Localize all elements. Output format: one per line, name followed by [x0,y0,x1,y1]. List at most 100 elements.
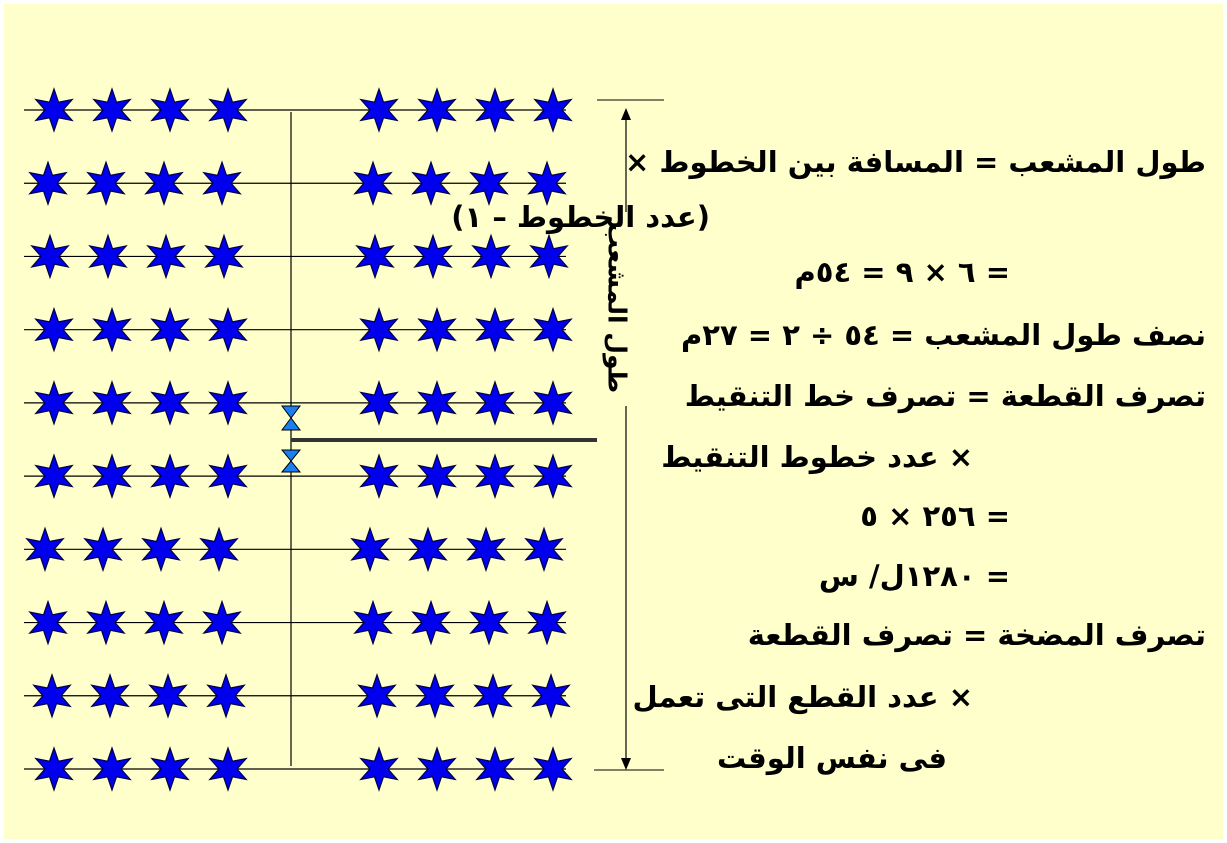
plant-star-icon [204,233,244,280]
plant-star-icon [146,233,186,280]
plant-star-icon [208,87,248,133]
plant-star-icon [208,306,248,353]
plant-star-icon [359,453,399,499]
plant-star-icon [34,453,74,499]
equation-line-11: فى نفس الوقت [717,741,947,775]
header-length-label: طول المشعب [602,222,632,394]
plant-star-icon [417,380,457,426]
plant-star-icon [466,526,506,573]
equation-line-3: = ٦ × ٩ = ٥٤م [794,255,1010,289]
plant-star-icon [92,453,132,499]
plant-star-icon [34,306,74,353]
plant-star-icon [83,526,123,573]
plant-star-icon [92,87,132,133]
plant-star-icon [30,233,70,280]
equation-line-7: = ٢٥٦ × ٥ [860,499,1010,533]
plant-star-icon [92,380,132,426]
plant-star-icon [359,306,399,353]
plant-star-icon [34,746,74,792]
plant-star-icon [357,672,397,719]
plant-star-icon [150,306,190,353]
plant-star-icon [25,526,65,573]
plant-star-icon [202,599,242,646]
slide: طول المشعب طول المشعب = المسافة بين الخط… [4,4,1223,839]
plant-star-icon [469,599,509,646]
valve-icon [281,405,301,419]
plant-star-icon [471,233,511,280]
plant-star-icon [408,526,448,573]
plant-star-icon [208,746,248,792]
plant-star-icon [208,453,248,499]
irrigation-layout-diagram [24,87,664,792]
plant-star-icon [475,453,515,499]
plant-star-icon [34,380,74,426]
plant-star-icon [199,526,239,573]
plant-star-icon [92,306,132,353]
valve-icon [280,449,302,462]
plant-star-icon [413,233,453,280]
plant-star-icon [353,599,393,646]
plant-star-icon [144,599,184,646]
valve-icon [281,417,301,431]
equation-line-8: = ١٢٨٠ل/ س [818,559,1010,593]
plant-star-icon [415,672,455,719]
plant-star-icon [417,746,457,792]
plant-star-icon [531,672,571,719]
plant-star-icon [475,306,515,353]
plant-star-icon [417,87,457,133]
plant-star-icon [208,380,248,426]
plant-star-icon [86,160,126,207]
plant-star-icon [473,672,513,719]
equation-line-9: تصرف المضخة = تصرف القطعة [747,618,1206,652]
plant-star-icon [527,599,567,646]
plant-star-icon [527,160,567,207]
plant-star-icon [86,599,126,646]
plant-star-icon [359,87,399,133]
plant-star-icon [359,380,399,426]
valve-icon [280,460,302,473]
plant-star-icon [32,672,72,719]
plant-star-icon [411,599,451,646]
plant-star-icon [148,672,188,719]
arrowhead-up-icon [621,108,631,120]
plant-star-icon [353,160,393,207]
plant-star-icon [529,233,569,280]
plant-star-icon [150,453,190,499]
plant-star-icon [475,746,515,792]
plant-star-icon [28,160,68,207]
plant-star-icon [533,306,573,353]
plant-star-icon [533,453,573,499]
plant-star-icon [28,599,68,646]
plant-star-icon [88,233,128,280]
plant-star-icon [524,526,564,573]
plant-star-icon [417,453,457,499]
plant-star-icon [475,380,515,426]
plant-star-icon [144,160,184,207]
plant-star-icon [150,380,190,426]
plant-star-icon [202,160,242,207]
plant-star-icon [355,233,395,280]
equation-line-4: نصف طول المشعب = ٥٤ ÷ ٢ = ٢٧م [681,318,1206,352]
equation-line-5: تصرف القطعة = تصرف خط التنقيط [684,379,1206,413]
plant-star-icon [469,160,509,207]
plant-star-icon [359,746,399,792]
plant-star-icon [150,746,190,792]
plant-star-icon [417,306,457,353]
plant-star-icon [411,160,451,207]
plant-star-icon [206,672,246,719]
plant-star-icon [92,746,132,792]
plant-star-icon [34,87,74,133]
plant-star-icon [533,380,573,426]
equation-line-1: طول المشعب = المسافة بين الخطوط × [624,145,1206,179]
plant-star-icon [533,746,573,792]
plant-star-icon [533,87,573,133]
plant-star-icon [150,87,190,133]
plant-star-icon [350,526,390,573]
plant-star-icon [475,87,515,133]
equation-line-2: (عدد الخطوط – ١) [451,200,710,234]
equation-line-6: × عدد خطوط التنقيط [661,440,973,474]
plant-star-icon [90,672,130,719]
equation-line-10: × عدد القطع التى تعمل [632,680,973,714]
arrowhead-down-icon [621,758,631,770]
plant-star-icon [141,526,181,573]
